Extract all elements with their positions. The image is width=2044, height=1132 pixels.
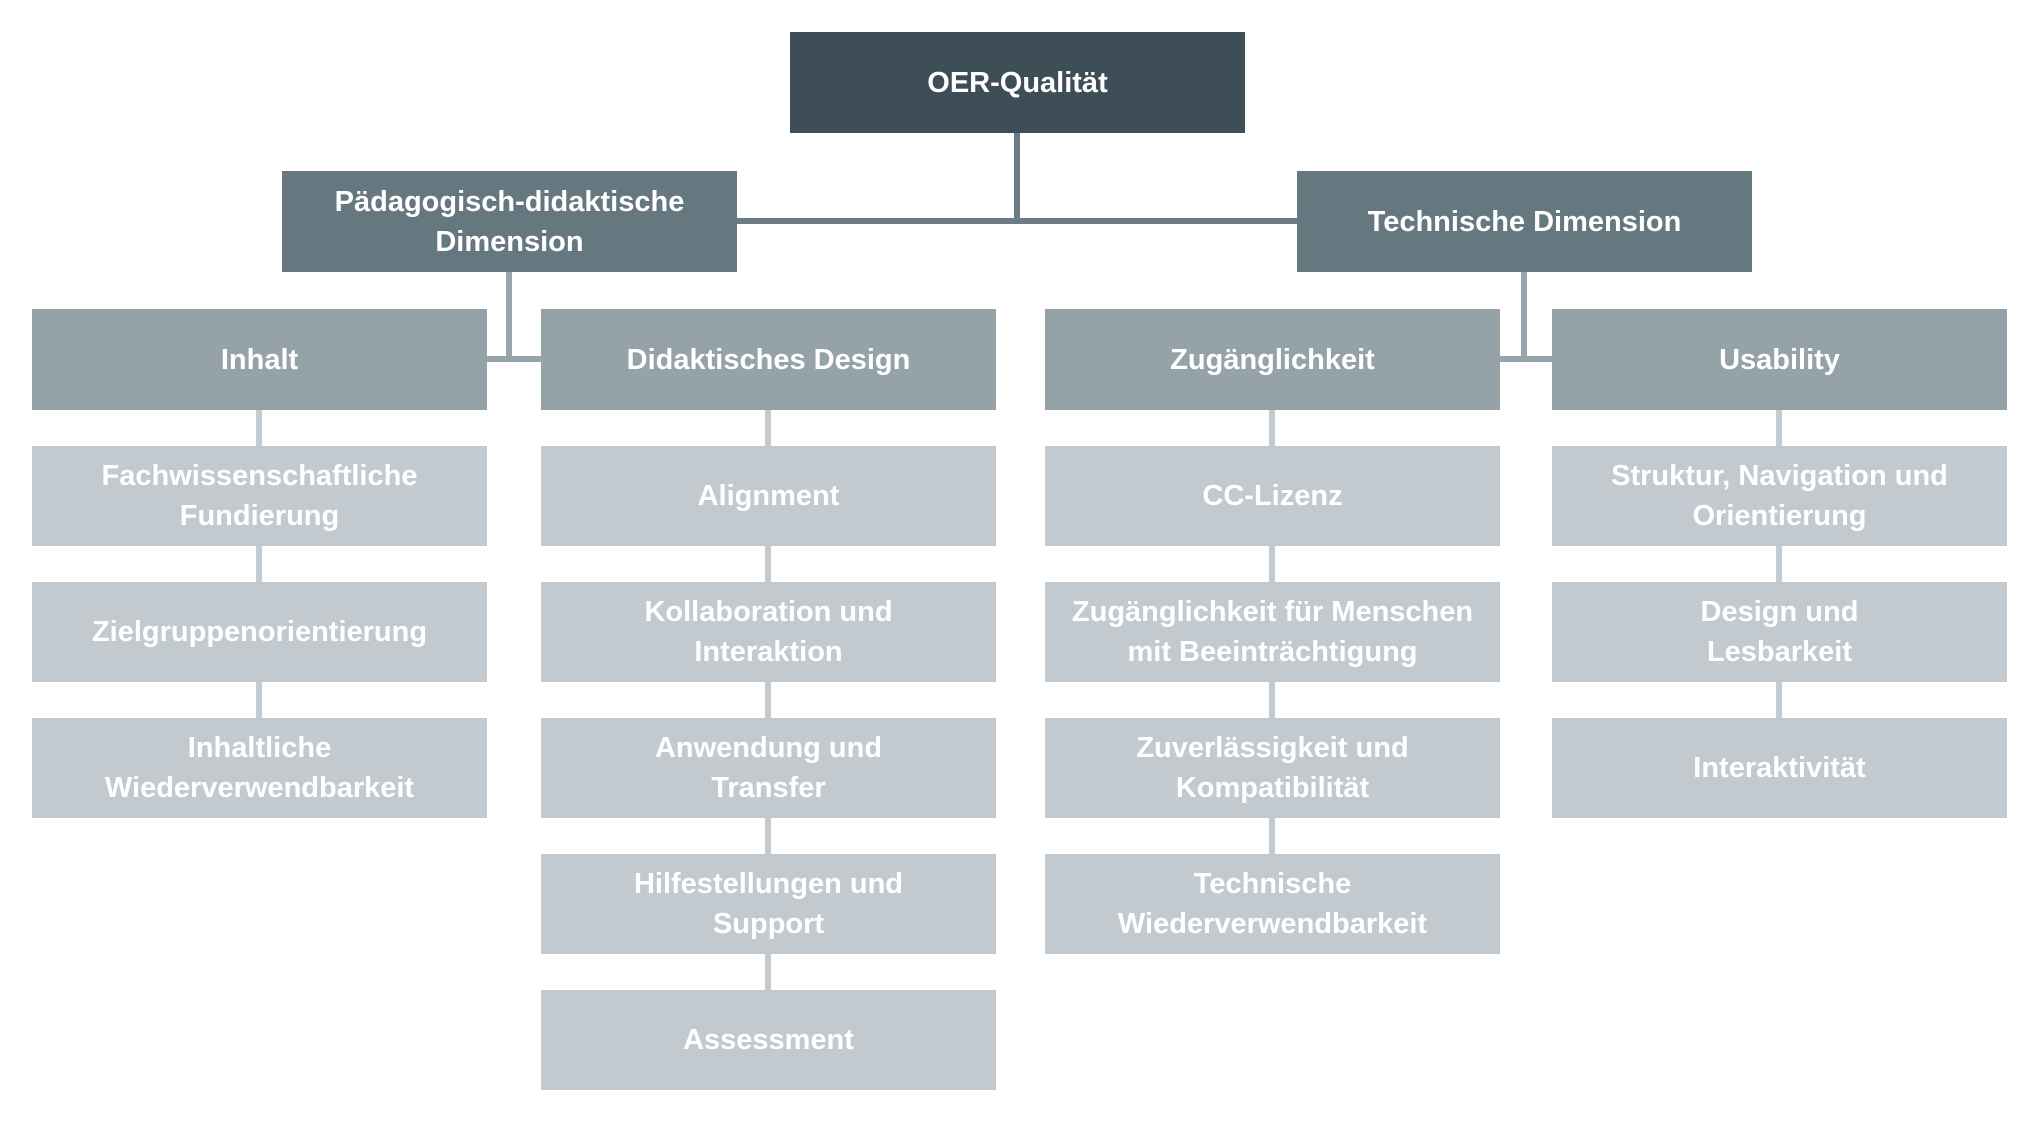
connector-didaktisches-item-3 <box>765 682 771 718</box>
connector-didaktisches-item-1 <box>765 410 771 446</box>
node-alignment: Alignment <box>541 446 996 546</box>
connector-zugaenglichkeit-item-3 <box>1269 682 1275 718</box>
node-design-und-lesbarkeit: Design und Lesbarkeit <box>1552 582 2007 682</box>
node-fachwissenschaftliche-fundierung: Fachwissenschaftliche Fundierung <box>32 446 487 546</box>
node-assessment: Assessment <box>541 990 996 1090</box>
node-technische-wiederverwendbarkeit: Technische Wiederverwendbarkeit <box>1045 854 1500 954</box>
node-inhalt: Inhalt <box>32 309 487 410</box>
node-zugaenglichkeit-fuer-menschen: Zugänglichkeit für Menschen mit Beeinträ… <box>1045 582 1500 682</box>
connector-inhalt-item-2 <box>256 546 262 582</box>
connector-didaktisches-item-5 <box>765 954 771 990</box>
connector-didaktisches-item-2 <box>765 546 771 582</box>
connector-usability-item-1 <box>1776 410 1782 446</box>
connector-inhalt-item-3 <box>256 682 262 718</box>
node-didaktisches-design: Didaktisches Design <box>541 309 996 410</box>
node-inhaltliche-wiederverwendbarkeit: Inhaltliche Wiederverwendbarkeit <box>32 718 487 818</box>
node-paedagogisch-didaktische-dimension: Pädagogisch-didaktische Dimension <box>282 171 737 272</box>
connector-zugaenglichkeit-item-4 <box>1269 818 1275 854</box>
node-zugaenglichkeit: Zugänglichkeit <box>1045 309 1500 410</box>
node-struktur-navigation-orientierung: Struktur, Navigation und Orientierung <box>1552 446 2007 546</box>
node-cc-lizenz: CC-Lizenz <box>1045 446 1500 546</box>
connector-zugaenglichkeit-item-2 <box>1269 546 1275 582</box>
connector-paedagogisch-stem <box>506 272 512 362</box>
connector-usability-item-3 <box>1776 682 1782 718</box>
node-usability: Usability <box>1552 309 2007 410</box>
connector-technische-stem <box>1521 272 1527 362</box>
connector-root-stem <box>1014 133 1020 223</box>
node-hilfestellungen-und-support: Hilfestellungen und Support <box>541 854 996 954</box>
connector-inhalt-didaktisches-link <box>487 356 541 362</box>
node-zuverlaessigkeit-und-kompatibilitaet: Zuverlässigkeit und Kompatibilität <box>1045 718 1500 818</box>
node-oer-qualitaet: OER-Qualität <box>790 32 1245 133</box>
node-zielgruppenorientierung: Zielgruppenorientierung <box>32 582 487 682</box>
connector-usability-item-2 <box>1776 546 1782 582</box>
connector-inhalt-item-1 <box>256 410 262 446</box>
node-kollaboration-und-interaktion: Kollaboration und Interaktion <box>541 582 996 682</box>
connector-didaktisches-item-4 <box>765 818 771 854</box>
connector-dimensions-link <box>737 218 1297 224</box>
connector-zugaenglichkeit-item-1 <box>1269 410 1275 446</box>
node-anwendung-und-transfer: Anwendung und Transfer <box>541 718 996 818</box>
connector-zugaenglichkeit-usability-link <box>1500 356 1552 362</box>
node-technische-dimension: Technische Dimension <box>1297 171 1752 272</box>
node-interaktivitaet: Interaktivität <box>1552 718 2007 818</box>
